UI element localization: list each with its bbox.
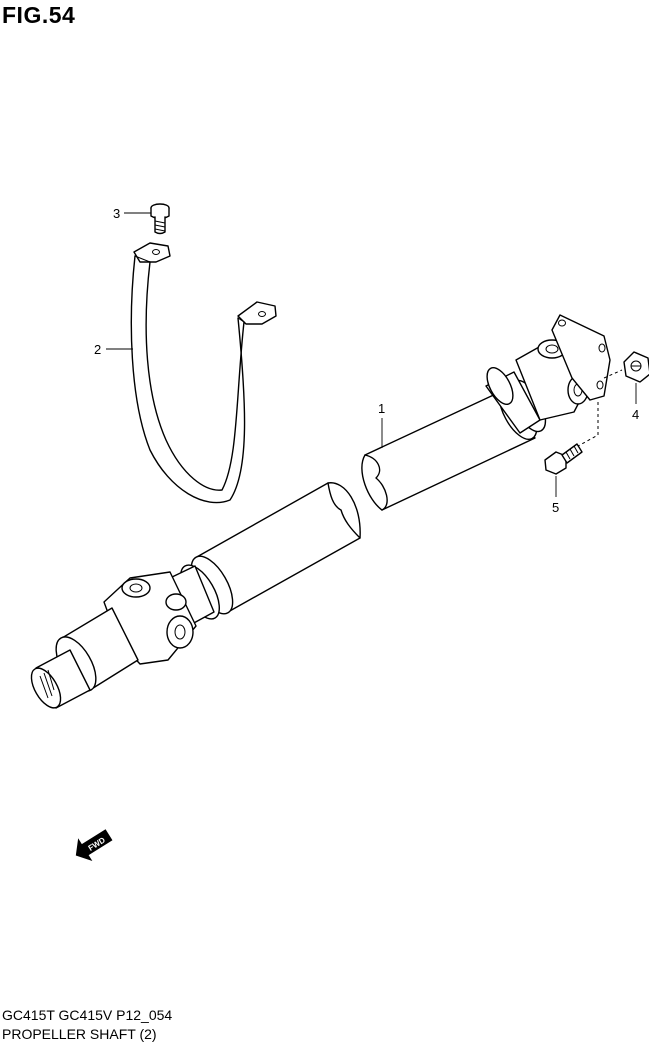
callout-5-label: 5 <box>552 500 559 515</box>
part-5-bolt[interactable] <box>544 443 583 475</box>
figure-title: FIG.54 <box>2 2 76 28</box>
part-2-strap[interactable] <box>130 242 277 504</box>
fwd-arrow-icon: FWD <box>75 829 113 861</box>
part-4-nut[interactable] <box>623 351 649 383</box>
callout-4-label: 4 <box>632 407 639 422</box>
callout-3-label: 3 <box>113 206 120 221</box>
callout-1-label: 1 <box>378 401 385 416</box>
part-1-propeller-shaft[interactable] <box>25 314 611 713</box>
part-3-bolt[interactable] <box>150 203 170 235</box>
callout-2-label: 2 <box>94 342 101 357</box>
model-line: GC415T GC415V P12_054 <box>2 1007 173 1023</box>
figure-caption: PROPELLER SHAFT (2) <box>2 1026 157 1042</box>
